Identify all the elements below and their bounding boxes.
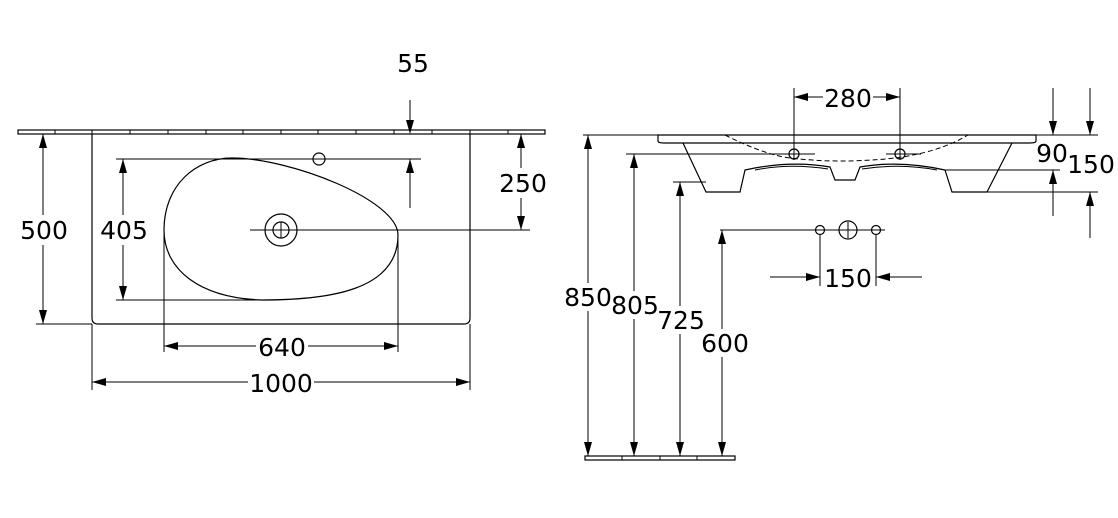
- dim-label-1000: 1000: [249, 369, 313, 398]
- top-view: 55 250 500 405: [17, 49, 548, 398]
- dim-label-150-vertical: 150: [1067, 150, 1115, 179]
- countertop-strip: [17, 129, 546, 135]
- dim-640: 640: [164, 333, 398, 362]
- dim-label-850: 850: [564, 283, 612, 312]
- dim-label-405: 405: [100, 216, 148, 245]
- dim-150-vertical: 150: [1067, 88, 1115, 238]
- dim-label-90: 90: [1036, 139, 1068, 168]
- dim-label-55: 55: [397, 49, 429, 78]
- dim-600: 600: [701, 230, 749, 456]
- dim-label-280: 280: [824, 84, 872, 113]
- dim-label-805: 805: [611, 291, 659, 320]
- dim-850: 850: [564, 135, 612, 456]
- dim-label-150-horizontal: 150: [824, 264, 872, 293]
- dim-label-250: 250: [499, 169, 547, 198]
- dim-500: 500: [20, 134, 68, 324]
- dim-label-600: 600: [701, 329, 749, 358]
- dim-55: 55: [397, 49, 429, 208]
- dim-150-horizontal: 150: [770, 264, 922, 293]
- side-view: 280 90 150: [564, 84, 1115, 461]
- dim-label-725: 725: [657, 306, 705, 335]
- dim-label-500: 500: [20, 216, 68, 245]
- dim-725: 725: [657, 182, 705, 456]
- dim-1000: 1000: [92, 369, 470, 398]
- basin-profile: [657, 134, 1037, 193]
- dim-805: 805: [611, 154, 659, 456]
- dim-250: 250: [498, 134, 548, 230]
- basin-outline: [91, 134, 471, 325]
- bowl-outline: [163, 157, 399, 301]
- floor-strip: [584, 455, 736, 461]
- dim-405: 405: [100, 159, 148, 300]
- dim-280: 280: [794, 84, 900, 113]
- dim-label-640: 640: [258, 333, 306, 362]
- dim-90: 90: [1036, 88, 1068, 216]
